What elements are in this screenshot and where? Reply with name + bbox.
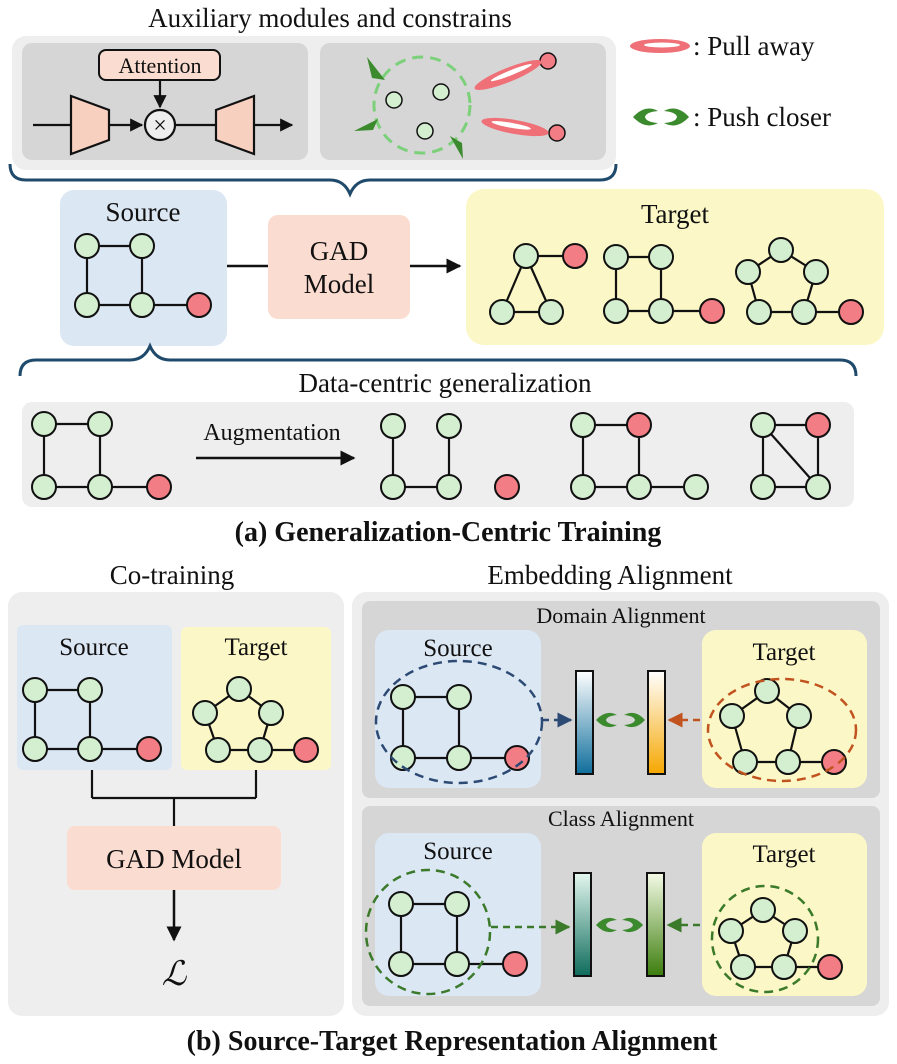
domain-source-label: Source — [423, 635, 492, 662]
target-embedding-bar — [647, 670, 666, 775]
augmented-graph-edge-add — [750, 412, 831, 500]
push-closer-arrow-icon — [450, 136, 463, 159]
legend: : Pull away : Push closer — [630, 31, 831, 132]
loss-symbol: ℒ — [162, 956, 188, 993]
push-closer-arrow-icon — [367, 57, 385, 80]
auxiliary-title: Auxiliary modules and constrains — [148, 3, 512, 33]
gad-model-box — [268, 215, 410, 319]
source-embedding-bar — [575, 670, 594, 775]
legend-pull-label: : Pull away — [693, 31, 815, 61]
target-class-embedding-bar — [646, 872, 665, 977]
target-label: Target — [641, 199, 710, 229]
target-box — [466, 189, 884, 345]
encoder-trapezoid-icon — [69, 94, 111, 156]
cotraining-title: Co-training — [110, 560, 234, 590]
domain-source-boundary — [374, 659, 544, 785]
pull-away-arrow-icon — [481, 117, 549, 137]
model-label-line1: GAD — [310, 236, 369, 266]
cotrain-target-graph — [192, 676, 319, 763]
cotrain-model-box — [67, 826, 281, 890]
push-closer-icon — [596, 917, 643, 933]
source-box — [60, 190, 227, 346]
cotrain-model-label: GAD Model — [106, 844, 242, 874]
contrastive-illustration — [354, 52, 566, 159]
red-ellipse-arrow-icon — [630, 39, 690, 53]
cotrain-target-box — [181, 627, 331, 770]
target-graph-pentagon — [735, 237, 864, 325]
caption-b: (b) Source-Target Representation Alignme… — [187, 1026, 718, 1057]
class-target-graph — [718, 897, 843, 980]
cotrain-source-graph — [22, 677, 162, 762]
cotrain-target-label: Target — [224, 634, 287, 661]
top-brace — [8, 163, 618, 198]
pull-away-arrow-icon — [474, 60, 542, 90]
augmented-graph-node-swap — [570, 412, 709, 500]
push-closer-arrow-icon — [354, 119, 378, 131]
source-label: Source — [106, 197, 181, 227]
attention-module-diagram: × Attention — [33, 49, 294, 156]
model-label-line2: Model — [304, 269, 375, 299]
attention-label: Attention — [118, 53, 201, 78]
contrastive-module-box — [320, 43, 606, 160]
caption-a: (a) Generalization-Centric Training — [235, 517, 662, 548]
domain-target-boundary — [706, 677, 858, 783]
augmentation-label: Augmentation — [203, 420, 340, 446]
embedding-title: Embedding Alignment — [487, 560, 733, 590]
bottom-brace — [18, 342, 858, 377]
class-source-boundary — [364, 868, 492, 996]
domain-source-graph — [390, 684, 530, 771]
class-source-graph — [388, 891, 528, 977]
class-target-label: Target — [752, 841, 815, 868]
domain-target-box — [702, 630, 867, 788]
class-alignment-title: Class Alignment — [548, 806, 694, 831]
legend-push-label: : Push closer — [693, 102, 831, 132]
multiply-symbol: × — [153, 113, 167, 139]
push-closer-icon — [596, 712, 645, 728]
domain-target-label: Target — [752, 639, 815, 666]
domain-alignment-title: Domain Alignment — [536, 603, 705, 628]
panel-a: Auxiliary modules and constrains × Atten… — [8, 3, 884, 548]
target-graph-square — [603, 244, 725, 324]
source-graph — [74, 233, 212, 318]
decoder-trapezoid-icon — [214, 94, 256, 156]
augmented-graph-edge-drop — [380, 413, 520, 500]
panel-b: Co-training Embedding Alignment Source T… — [8, 560, 889, 1057]
cluster-boundary — [372, 55, 472, 155]
source-class-embedding-bar — [573, 872, 592, 977]
cotrain-source-label: Source — [59, 634, 128, 661]
data-centric-title: Data-centric generalization — [298, 368, 592, 398]
class-target-boundary — [710, 884, 820, 994]
target-graph-triangle — [489, 243, 588, 325]
class-source-label: Source — [423, 838, 492, 865]
cotrain-merge-connector — [90, 770, 258, 826]
green-chevron-pair-icon — [633, 108, 689, 126]
original-graph — [31, 411, 172, 500]
